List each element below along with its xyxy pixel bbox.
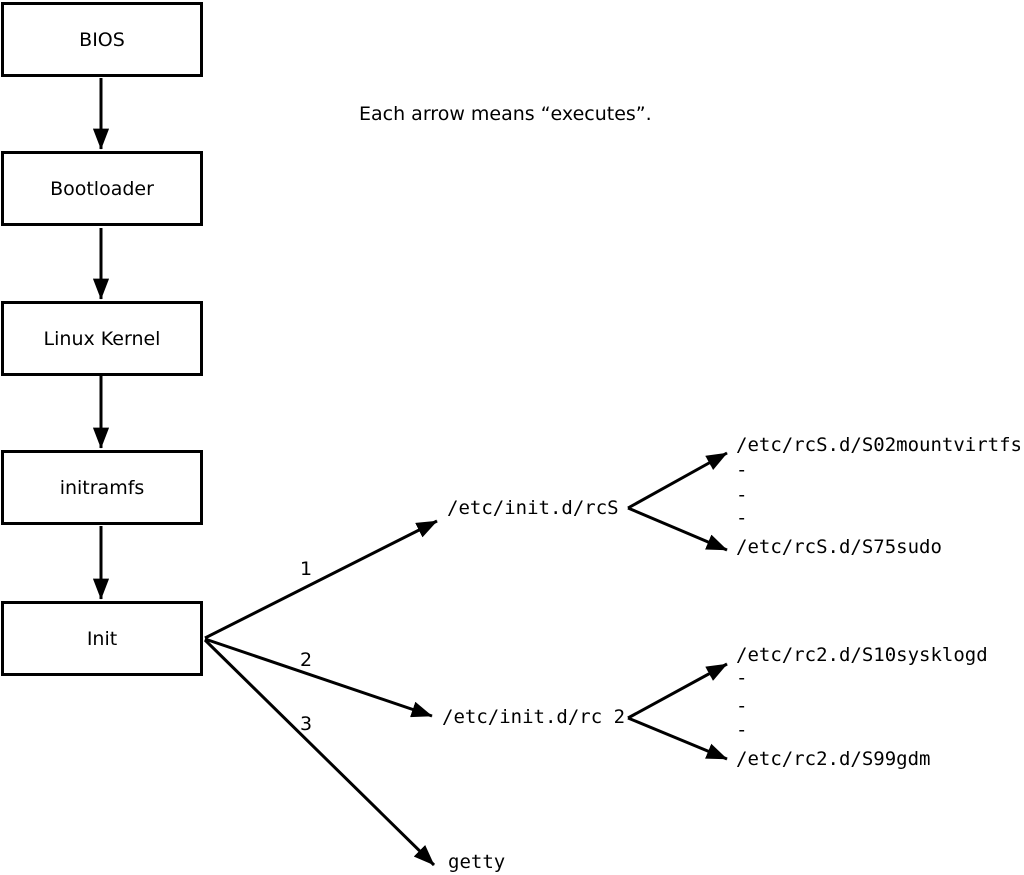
box-linux-kernel: Linux Kernel xyxy=(1,301,203,376)
box-init: Init xyxy=(1,601,203,676)
leaf-rcs-s02mountvirtfs: /etc/rcS.d/S02mountvirtfs xyxy=(736,434,1022,456)
rc2-ellipsis-dash-3: - xyxy=(736,719,748,741)
box-linux-kernel-label: Linux Kernel xyxy=(43,327,161,350)
arrow-init-to-rc2 xyxy=(204,637,433,718)
box-bootloader: Bootloader xyxy=(1,151,203,226)
arrow-rc2-to-s99gdm xyxy=(627,716,728,761)
box-init-label: Init xyxy=(86,627,118,650)
leaf-rc2-s99gdm: /etc/rc2.d/S99gdm xyxy=(736,748,931,770)
leaf-rc2-s10sysklogd: /etc/rc2.d/S10sysklogd xyxy=(736,644,988,666)
box-initramfs: initramfs xyxy=(1,450,203,525)
target-etc-init-d-rcs: /etc/init.d/rcS xyxy=(447,497,619,519)
arrow-init-to-getty xyxy=(203,638,436,867)
target-etc-init-d-rc2: /etc/init.d/rc 2 xyxy=(442,706,626,728)
rcs-ellipsis-dash-1: - xyxy=(736,459,748,481)
rc2-ellipsis-dash-1: - xyxy=(736,667,748,689)
branch-label-3: 3 xyxy=(300,713,313,735)
leaf-rcs-s75sudo: /etc/rcS.d/S75sudo xyxy=(736,536,942,558)
caption-arrow-meaning: Each arrow means “executes”. xyxy=(359,103,652,125)
box-bios-label: BIOS xyxy=(79,28,125,51)
arrow-rcs-to-s02mountvirtfs xyxy=(627,451,728,510)
box-initramfs-label: initramfs xyxy=(59,476,145,499)
rcs-ellipsis-dash-2: - xyxy=(736,484,748,506)
branch-label-2: 2 xyxy=(300,649,313,671)
target-getty: getty xyxy=(448,851,506,873)
box-bios: BIOS xyxy=(1,2,203,77)
rcs-ellipsis-dash-3: - xyxy=(736,507,748,529)
arrow-rc2-to-s10sysklogd xyxy=(627,662,728,720)
rc2-ellipsis-dash-2: - xyxy=(736,695,748,717)
box-bootloader-label: Bootloader xyxy=(50,177,154,200)
branch-label-1: 1 xyxy=(300,558,313,580)
arrow-rcs-to-s75sudo xyxy=(627,506,728,552)
arrow-init-to-rcs xyxy=(204,519,438,640)
